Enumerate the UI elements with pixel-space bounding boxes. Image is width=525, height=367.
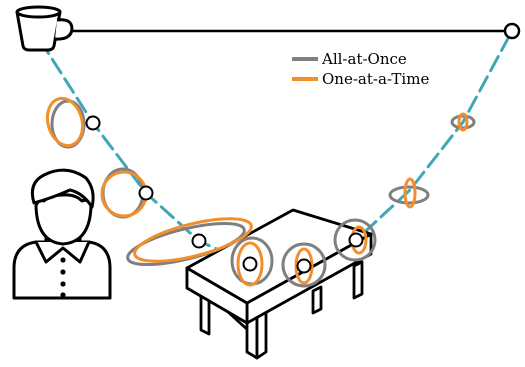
waypoint bbox=[85, 115, 101, 131]
one-at-a-time-ellipse bbox=[403, 177, 417, 209]
all-at-once-ellipse bbox=[388, 185, 430, 205]
all-at-once-ellipse bbox=[333, 218, 377, 262]
one-at-a-time-ellipse bbox=[457, 112, 469, 132]
mug-icon bbox=[15, 5, 74, 52]
legend: All-at-Once One-at-a-Time bbox=[292, 50, 429, 88]
waypoints bbox=[85, 115, 364, 274]
all-at-once-ellipse bbox=[281, 242, 327, 288]
waypoint bbox=[242, 256, 258, 272]
one-at-a-time-ellipse bbox=[236, 241, 264, 287]
person-icon bbox=[12, 168, 112, 300]
goal-circle-icon bbox=[503, 22, 521, 40]
one-at-a-time-ellipse bbox=[133, 217, 253, 263]
shirt-buttons bbox=[60, 257, 66, 298]
waypoint bbox=[296, 258, 312, 274]
waypoint bbox=[191, 233, 207, 249]
waypoint bbox=[138, 185, 154, 201]
legend-label-one-at-a-time: One-at-a-Time bbox=[322, 70, 429, 88]
one-at-a-time-ellipse bbox=[45, 96, 85, 148]
all-at-once-ellipse bbox=[450, 114, 476, 130]
waypoint bbox=[348, 232, 364, 248]
legend-label-all-at-once: All-at-Once bbox=[321, 50, 407, 68]
one-at-a-time-ellipse bbox=[294, 247, 314, 285]
table-icon bbox=[185, 208, 373, 360]
trajectory-path bbox=[38, 29, 514, 268]
